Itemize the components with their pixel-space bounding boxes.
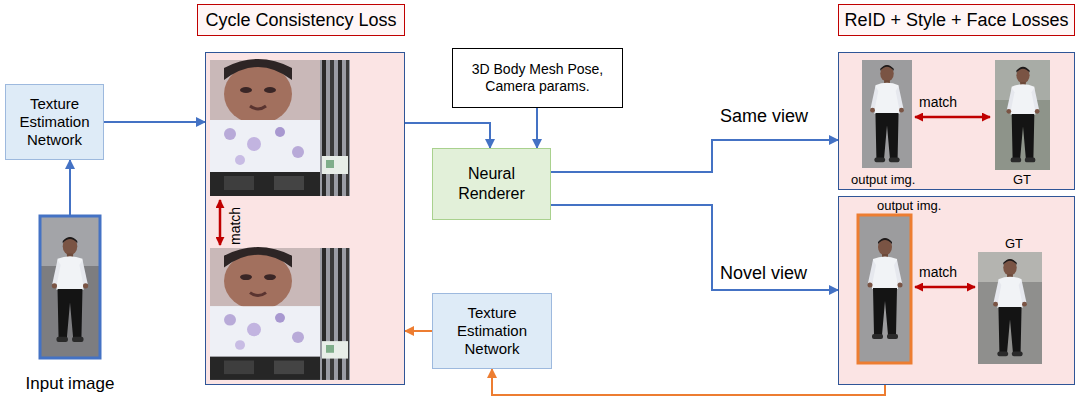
flow-arrow bbox=[551, 140, 838, 172]
loss-panel: output img. GT match bbox=[838, 196, 1075, 385]
match-arrow bbox=[915, 116, 990, 119]
node-label: 3D Body Mesh Pose, Camera params. bbox=[459, 61, 616, 96]
panel-label: GT bbox=[1005, 237, 1023, 251]
input-image: Input image bbox=[10, 216, 130, 394]
node-text-group: Texture Estimation Network bbox=[6, 95, 103, 149]
node-text-group: ReID + Style + Face Losses bbox=[839, 10, 1074, 31]
loss-heading: Cycle Consistency Loss bbox=[197, 4, 405, 36]
flow-arrow bbox=[69, 160, 71, 216]
panel-label: match bbox=[228, 207, 243, 245]
node-text-group: Neural Renderer bbox=[433, 164, 550, 204]
flow-arrow bbox=[551, 205, 838, 290]
renderer-box: Neural Renderer bbox=[432, 148, 551, 220]
node-text-group: Texture Estimation Network bbox=[433, 304, 551, 358]
node-label: Input image bbox=[10, 374, 130, 394]
photo bbox=[40, 216, 100, 358]
photo bbox=[858, 215, 911, 363]
flow-arrow bbox=[492, 369, 885, 395]
panel-label: match bbox=[919, 95, 957, 110]
texture-map bbox=[210, 247, 350, 380]
node-text-group: Cycle Consistency Loss bbox=[198, 10, 404, 31]
panel-label: match bbox=[919, 265, 957, 280]
loss-heading: ReID + Style + Face Losses bbox=[838, 4, 1075, 36]
network-box: Texture Estimation Network bbox=[432, 293, 552, 369]
panel-fill bbox=[838, 52, 1075, 190]
flow-arrow bbox=[104, 121, 205, 123]
photo bbox=[995, 60, 1050, 170]
flow-arrow bbox=[405, 330, 432, 332]
loss-panel: match bbox=[205, 52, 405, 385]
input-box: 3D Body Mesh Pose, Camera params. bbox=[452, 48, 623, 108]
node-text-group: Input image bbox=[10, 374, 130, 394]
panel-label: output img. bbox=[851, 173, 915, 187]
node-label: Texture Estimation Network bbox=[6, 95, 103, 149]
network-box: Texture Estimation Network bbox=[5, 84, 104, 160]
flow-arrow bbox=[405, 123, 490, 148]
node-label: Cycle Consistency Loss bbox=[198, 10, 404, 31]
edge-label: Same view bbox=[718, 106, 810, 127]
panel-label: output img. bbox=[877, 199, 941, 213]
match-arrow bbox=[915, 286, 975, 289]
node-text-group: 3D Body Mesh Pose, Camera params. bbox=[459, 61, 616, 96]
photo bbox=[862, 60, 912, 168]
node-label: Texture Estimation Network bbox=[433, 304, 551, 358]
panel-label: GT bbox=[1013, 173, 1031, 187]
texture-map bbox=[210, 59, 350, 196]
node-label: Neural Renderer bbox=[433, 164, 550, 204]
loss-panel: output img. GT match bbox=[838, 52, 1075, 190]
node-label: ReID + Style + Face Losses bbox=[839, 10, 1074, 31]
panel-fill bbox=[838, 196, 1075, 385]
flow-arrow bbox=[536, 108, 538, 148]
panel-fill bbox=[205, 52, 405, 385]
edge-label: Novel view bbox=[718, 263, 809, 284]
match-arrow bbox=[219, 200, 222, 245]
photo bbox=[978, 252, 1042, 364]
